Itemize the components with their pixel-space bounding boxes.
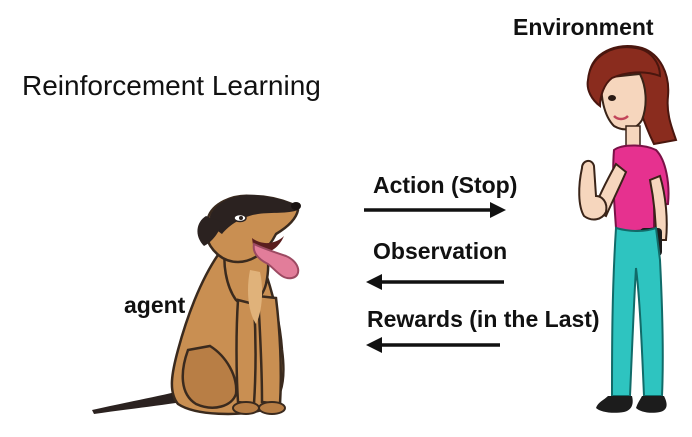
observation-label: Observation [373, 238, 508, 264]
arrow-action [364, 202, 506, 218]
agent-label: agent [124, 292, 186, 318]
woman-hand-stop [578, 160, 608, 221]
woman-mouth [613, 115, 629, 121]
dog-chest [248, 270, 263, 324]
dog-hind-leg [181, 344, 238, 409]
woman-hair-front [586, 46, 662, 109]
dog-mask [210, 194, 298, 234]
environment-label: Environment [513, 14, 654, 40]
arrow-observation [366, 274, 504, 290]
woman-eye [608, 95, 616, 101]
dog-tail [92, 392, 182, 414]
dog-illustration [92, 194, 301, 416]
woman-shirt [612, 144, 670, 232]
dog-pupil [239, 216, 243, 220]
woman-shoe-left [596, 396, 633, 413]
dog-paw-left [232, 401, 260, 415]
woman-shoe-right [636, 396, 667, 413]
woman-pants [610, 226, 664, 397]
arrow-rewards [366, 337, 500, 353]
dog-ear [197, 216, 222, 246]
action-label: Action (Stop) [373, 172, 518, 198]
dog-tongue [252, 242, 300, 280]
dog-nose [291, 202, 301, 210]
woman-illustration [578, 45, 678, 413]
dog-paw-right [258, 401, 286, 415]
rewards-label: Rewards (in the Last) [367, 306, 600, 332]
dog-front-leg-right [256, 294, 283, 406]
diagram-title: Reinforcement Learning [22, 70, 321, 101]
